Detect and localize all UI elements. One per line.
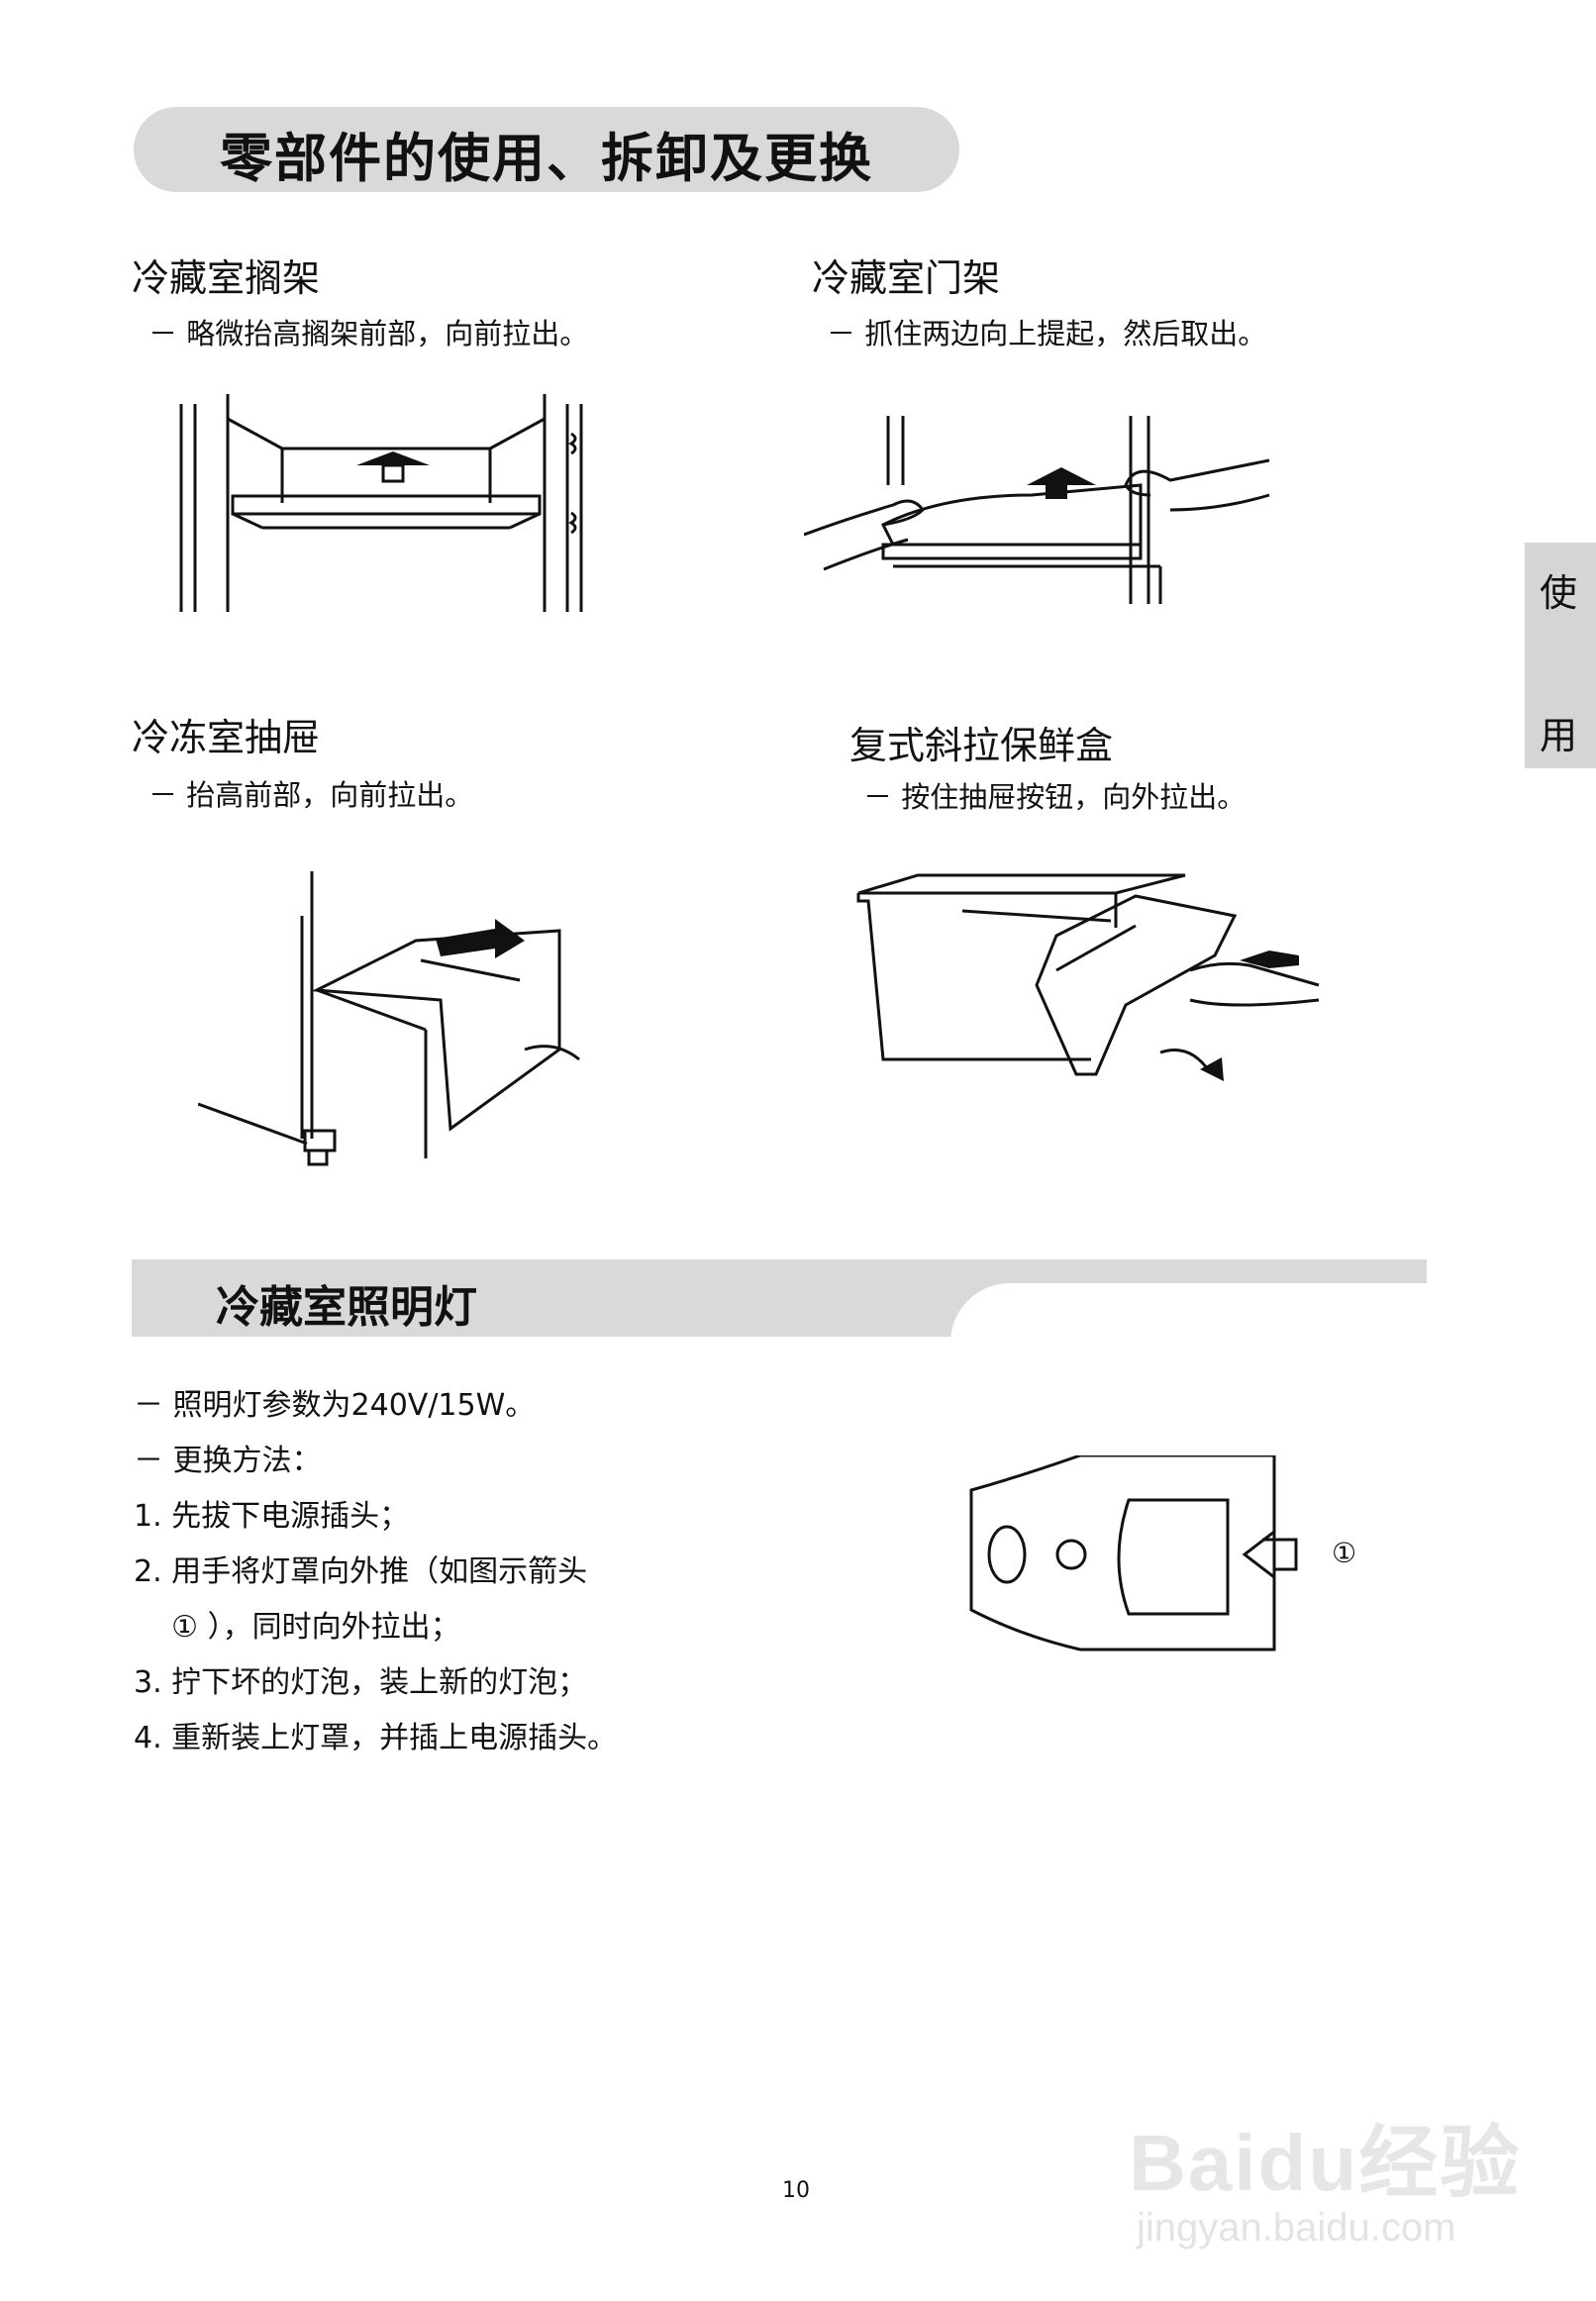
heading-crisper: 复式斜拉保鲜盒 <box>849 724 1114 767</box>
section-banner-curve <box>950 1283 1436 1343</box>
title-banner <box>134 107 959 192</box>
lamp-cover-illustration: ① <box>969 1455 1356 1651</box>
section-title: 冷藏室照明灯 <box>216 1282 477 1333</box>
side-tab <box>1525 543 1596 768</box>
door-rack-illustration <box>804 416 1270 604</box>
instruction-line: 2. 用手将灯罩向外推（如图示箭头 <box>134 1554 588 1589</box>
desc-crisper: － 按住抽屉按钮，向外拉出。 <box>863 780 1247 814</box>
freezer-drawer-illustration <box>198 871 580 1166</box>
page-title: 零部件的使用、拆卸及更换 <box>220 129 873 189</box>
crisper-illustration <box>856 873 1320 1081</box>
watermark-url: jingyan.baidu.com <box>1137 2206 1456 2250</box>
page-number: 10 <box>782 2178 810 2203</box>
heading-fridge-shelf: 冷藏室搁架 <box>132 256 321 300</box>
instruction-line: － 更换方法： <box>134 1444 322 1478</box>
desc-freezer-drawer: － 抬高前部，向前拉出。 <box>149 778 474 812</box>
instruction-line: － 照明灯参数为240V/15W。 <box>134 1388 536 1423</box>
instruction-line: ① ），同时向外拉出； <box>134 1610 460 1645</box>
instruction-line: 3. 拧下坏的灯泡，装上新的灯泡； <box>134 1665 588 1700</box>
instruction-line: 1. 先拔下电源插头； <box>134 1499 410 1534</box>
callout-label: ① <box>1332 1537 1356 1569</box>
instruction-line: 4. 重新装上灯罩，并插上电源插头。 <box>134 1721 618 1755</box>
heading-door-rack: 冷藏室门架 <box>812 256 1001 300</box>
side-tab-char-2: 用 <box>1540 714 1578 757</box>
heading-freezer-drawer: 冷冻室抽屉 <box>132 716 321 759</box>
desc-door-rack: － 抓住两边向上提起，然后取出。 <box>827 317 1267 350</box>
fridge-shelf-illustration <box>179 394 583 612</box>
side-tab-char-1: 使 <box>1540 571 1578 615</box>
watermark-logo: Baidu经验 <box>1129 2119 1522 2207</box>
desc-fridge-shelf: － 略微抬高搁架前部，向前拉出。 <box>149 317 589 350</box>
